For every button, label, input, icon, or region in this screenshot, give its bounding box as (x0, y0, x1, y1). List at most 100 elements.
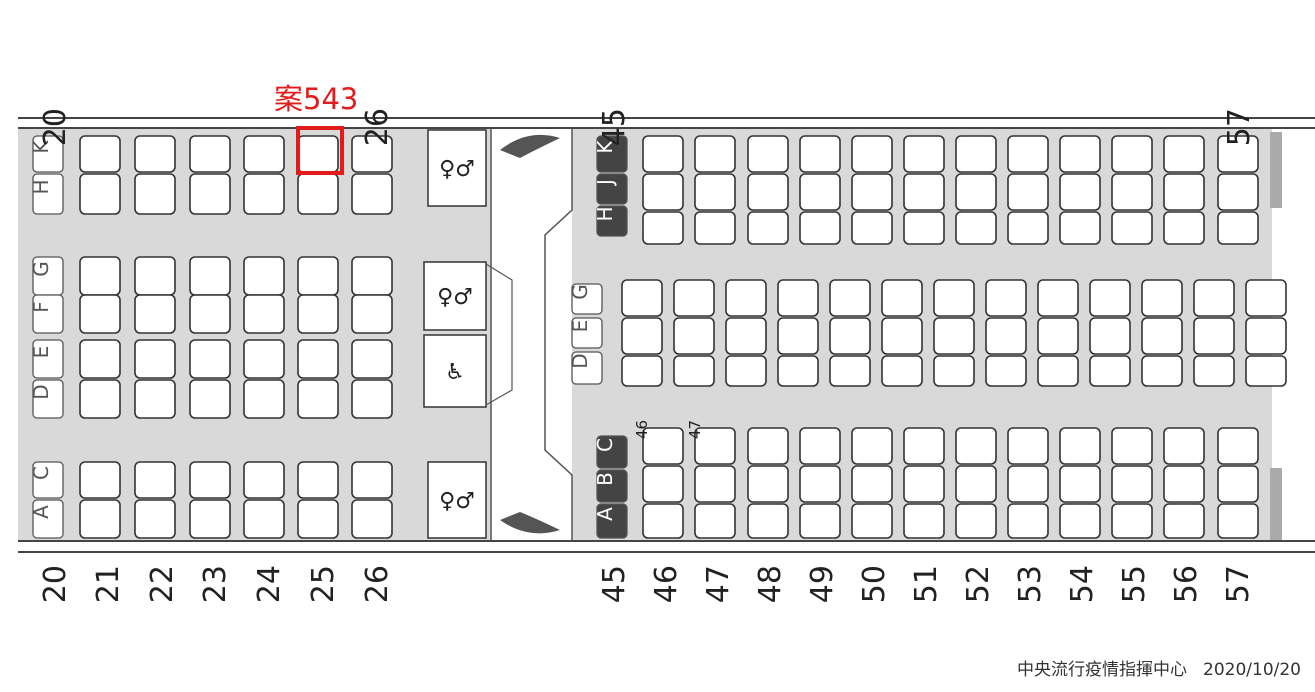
lavatory-icon-glyph: ♀♂ (437, 285, 473, 310)
case-label: 案543 (274, 82, 359, 116)
seat (243, 173, 285, 215)
seat (1111, 503, 1153, 539)
highlighted-seat (296, 126, 344, 175)
seat (903, 135, 945, 173)
seat (1007, 465, 1049, 503)
seat-letter: C (29, 466, 53, 480)
seat-letter: A (593, 507, 617, 521)
seat (79, 499, 121, 539)
seat (1059, 173, 1101, 211)
galley-outline (485, 263, 513, 406)
seat (1141, 317, 1183, 355)
seat-letter: E (568, 320, 592, 333)
seat (1163, 135, 1205, 173)
seat (903, 503, 945, 539)
seat (1163, 173, 1205, 211)
seat (297, 173, 339, 215)
seat (747, 427, 789, 465)
seat-letter: D (568, 353, 592, 368)
row-number-label: 53 (1013, 565, 1048, 603)
door-marker (500, 134, 560, 158)
seat (1163, 427, 1205, 465)
credit-org: 中央流行疫情指揮中心 (1017, 660, 1188, 680)
seat (351, 294, 393, 334)
seat (1007, 503, 1049, 539)
seat (1193, 317, 1235, 355)
row-number-label: 21 (91, 565, 126, 603)
seat (933, 279, 975, 317)
seat (851, 211, 893, 245)
seat (351, 461, 393, 499)
seat (243, 499, 285, 539)
seat (725, 317, 767, 355)
accessible-lavatory-icon-glyph: ♿ (445, 360, 465, 385)
row-number-label: 52 (961, 565, 996, 603)
seat (799, 135, 841, 173)
seat (1089, 317, 1131, 355)
seat (243, 379, 285, 419)
seat (747, 465, 789, 503)
lavatory-icon-glyph: ♀♂ (439, 157, 475, 182)
seat (642, 173, 684, 211)
seat (351, 135, 393, 173)
seat (673, 279, 715, 317)
seat (1059, 211, 1101, 245)
seat (725, 355, 767, 387)
row-number-label: 46 (649, 565, 684, 603)
row-number-label: 26 (360, 565, 395, 603)
seat-letter-box (596, 503, 628, 539)
seat (189, 339, 231, 379)
seat (134, 339, 176, 379)
seat-letter: H (593, 206, 617, 221)
seat (134, 135, 176, 173)
seat (1111, 211, 1153, 245)
seat (851, 503, 893, 539)
seat (351, 379, 393, 419)
seat (351, 256, 393, 296)
seat (134, 461, 176, 499)
seat (903, 427, 945, 465)
seat (777, 355, 819, 387)
seat (694, 211, 736, 245)
seat (955, 427, 997, 465)
seat (829, 279, 871, 317)
seat-letter: J (593, 179, 617, 187)
row-number-label: 45 (597, 108, 632, 146)
row-number-label: 51 (909, 565, 944, 603)
seat (642, 465, 684, 503)
row-number-label: 57 (1222, 108, 1257, 146)
seat (1059, 135, 1101, 173)
seat (1111, 173, 1153, 211)
seat (673, 355, 715, 387)
seat (851, 135, 893, 173)
seat (725, 279, 767, 317)
seat-letter: F (29, 301, 53, 313)
row-number-label: 54 (1065, 565, 1100, 603)
seat (243, 294, 285, 334)
seat (1163, 465, 1205, 503)
seat-letter-box (32, 294, 64, 334)
seat-letter-box (32, 461, 64, 499)
seat-letter-box (596, 435, 628, 469)
row-number-small: 46 (633, 420, 651, 439)
seat (297, 294, 339, 334)
seat-letter-box (32, 499, 64, 539)
seat (694, 503, 736, 539)
seat (829, 355, 871, 387)
seat (1111, 465, 1153, 503)
seat (1089, 355, 1131, 387)
exit-marker (1270, 132, 1282, 208)
seat (1193, 355, 1235, 387)
seat (79, 173, 121, 215)
seat (1217, 427, 1259, 465)
seat (134, 499, 176, 539)
seat (955, 211, 997, 245)
seat (1217, 173, 1259, 211)
seat-letter-box (571, 283, 603, 315)
seat (1007, 427, 1049, 465)
seat (799, 503, 841, 539)
seat (642, 211, 684, 245)
seat (955, 503, 997, 539)
